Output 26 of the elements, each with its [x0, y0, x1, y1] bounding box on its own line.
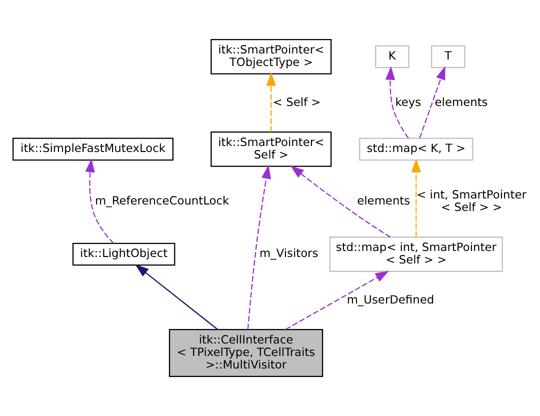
node-box: itk::CellInterface < TPixelType, TCellTraits >::MultiVisitor [168, 329, 324, 377]
arrow [266, 72, 276, 132]
edge-label: m_Visitors [259, 246, 318, 260]
node-box: T [431, 45, 466, 68]
arrow [85, 158, 114, 244]
arrow [290, 166, 391, 238]
arrow [411, 158, 421, 238]
arrow [135, 264, 218, 330]
arrow [419, 66, 446, 138]
edge-label: m_UserDefined [346, 292, 434, 306]
node-box: K [375, 45, 410, 68]
arrow [285, 270, 390, 330]
node-box: itk::SmartPointer< TObjectType > [210, 39, 332, 74]
edge-label: elements [357, 194, 410, 208]
edge-label: m_ReferenceCountLock [95, 194, 230, 208]
node-box: itk::SmartPointer< Self > [210, 132, 332, 167]
edge-label: < int, SmartPointer < Self > > [416, 187, 526, 214]
node-box: itk::SimpleFastMutexLock [12, 138, 174, 161]
arrow [385, 66, 409, 138]
edge-label: elements [434, 94, 488, 109]
node-box: std::map< int, SmartPointer < Self > > [329, 236, 503, 272]
edge-label: < Self > [272, 94, 321, 109]
node-box: itk::LightObject [72, 242, 176, 266]
edge-label: keys [395, 94, 422, 109]
arrow [247, 164, 272, 330]
node-box: std::map< K, T > [359, 138, 474, 161]
